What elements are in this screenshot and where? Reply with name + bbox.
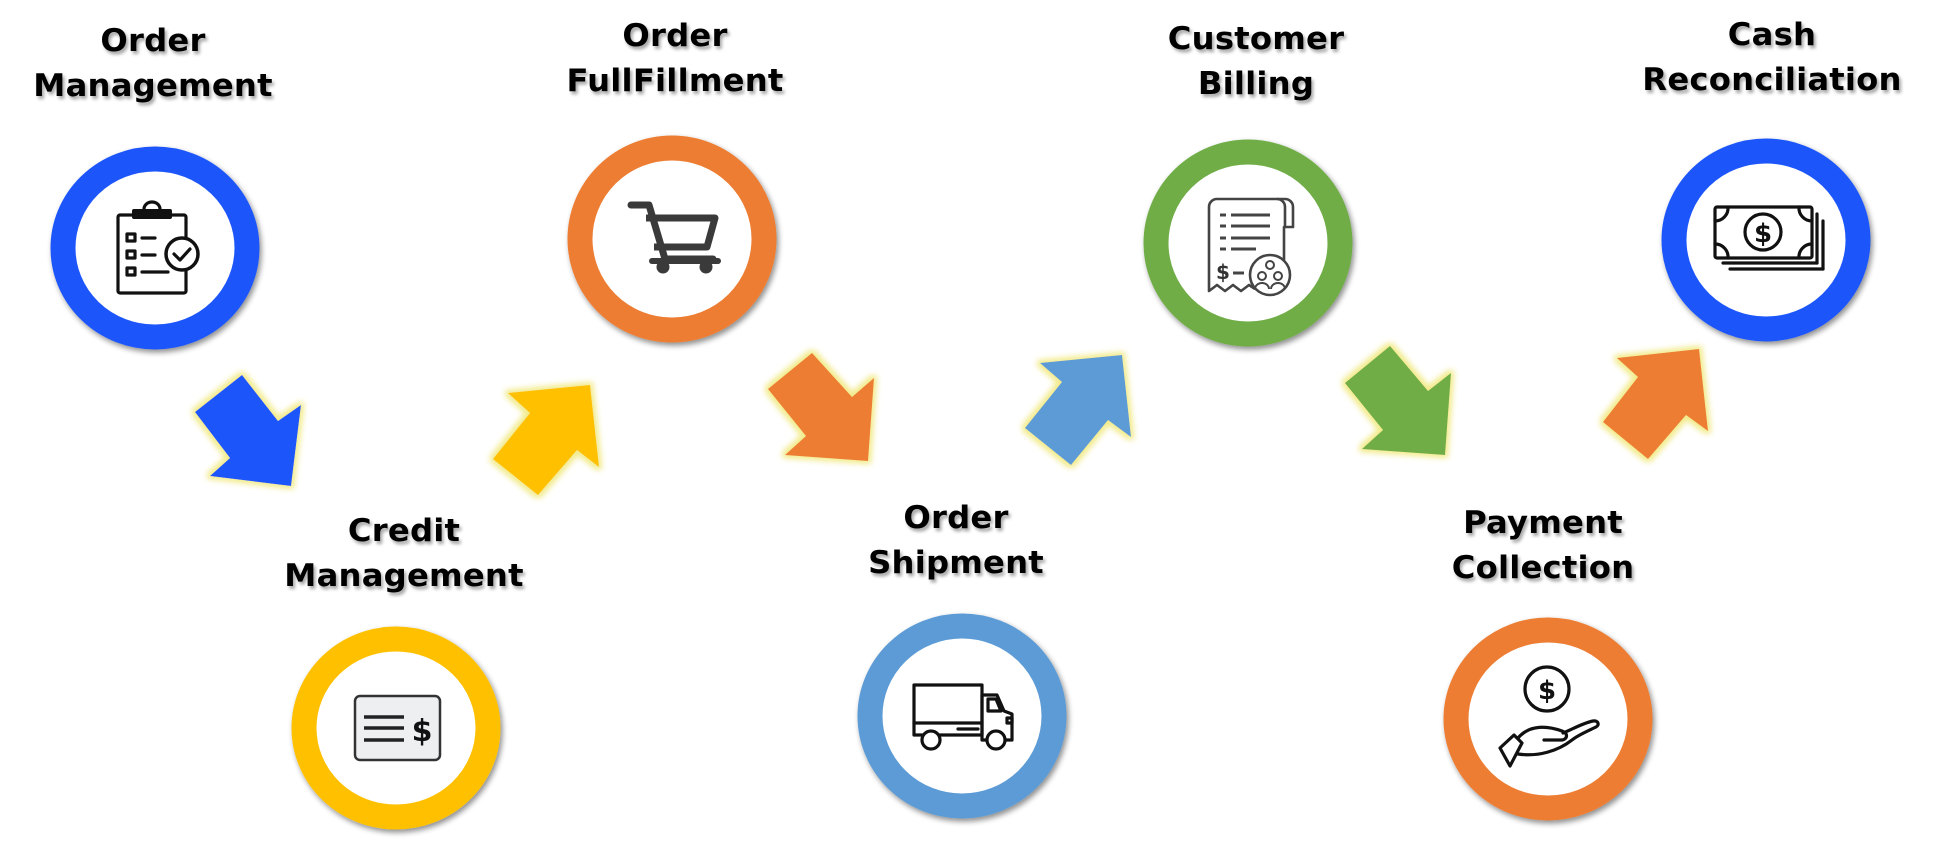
step-6-ring (1443, 617, 1653, 821)
step-3-node (567, 135, 777, 343)
step-1-title-line1: Order (100, 23, 206, 59)
step-7-title-line1: Cash (1727, 17, 1817, 53)
step-5-title-line2: Billing (1197, 66, 1315, 102)
arrow-4-to-5 (1025, 355, 1131, 465)
step-6-title-line2: Collection (1451, 550, 1635, 586)
step-1-title: Order Management (0, 19, 340, 109)
invoice-receipt-customers-icon: $ (1207, 197, 1295, 297)
delivery-truck-icon (912, 683, 1014, 751)
step-6-title: Payment Collection (1356, 501, 1730, 591)
clipboard-checklist-icon (116, 200, 200, 295)
step-5-ring (1143, 139, 1353, 347)
step-1-title-line2: Management (33, 68, 273, 104)
credit-check-card-icon: $ (353, 694, 442, 762)
step-7-title: Cash Reconciliation (1585, 13, 1939, 103)
arrow-3-to-4 (768, 353, 874, 461)
arrow-5-to-6 (1345, 346, 1451, 455)
step-2-title: Credit Management (217, 509, 591, 599)
step-4-title-line2: Shipment (868, 545, 1044, 581)
banknote-stack-icon: $ (1713, 205, 1825, 271)
step-1-ring (50, 146, 260, 350)
step-4-node (857, 613, 1067, 819)
step-2-title-line2: Management (284, 558, 524, 594)
step-3-title-line2: FullFillment (566, 63, 784, 99)
svg-text:$: $ (1216, 260, 1230, 284)
svg-text:$: $ (1538, 676, 1556, 706)
step-3-title-line1: Order (622, 18, 728, 54)
step-4-title: Order Shipment (769, 496, 1143, 586)
step-6-title-line1: Payment (1463, 505, 1623, 541)
step-7-title-line2: Reconciliation (1642, 62, 1902, 98)
svg-text:$: $ (1754, 219, 1772, 249)
shopping-cart-icon (627, 201, 721, 274)
step-3-title: Order FullFillment (488, 14, 862, 104)
step-4-ring (857, 613, 1067, 819)
step-3-ring (567, 135, 777, 343)
hand-receiving-coin-icon: $ (1498, 665, 1600, 768)
step-4-title-line1: Order (903, 500, 1009, 536)
step-1-node (50, 146, 260, 350)
step-2-title-line1: Credit (347, 513, 461, 549)
step-5-title: Customer Billing (1069, 17, 1443, 107)
svg-text:$: $ (412, 714, 433, 749)
arrow-1-to-2 (195, 375, 301, 486)
arrow-2-to-3 (493, 385, 599, 495)
step-5-node (1143, 139, 1353, 347)
step-5-title-line1: Customer (1167, 21, 1345, 57)
arrow-6-to-7 (1603, 349, 1708, 459)
step-6-node (1443, 617, 1653, 821)
